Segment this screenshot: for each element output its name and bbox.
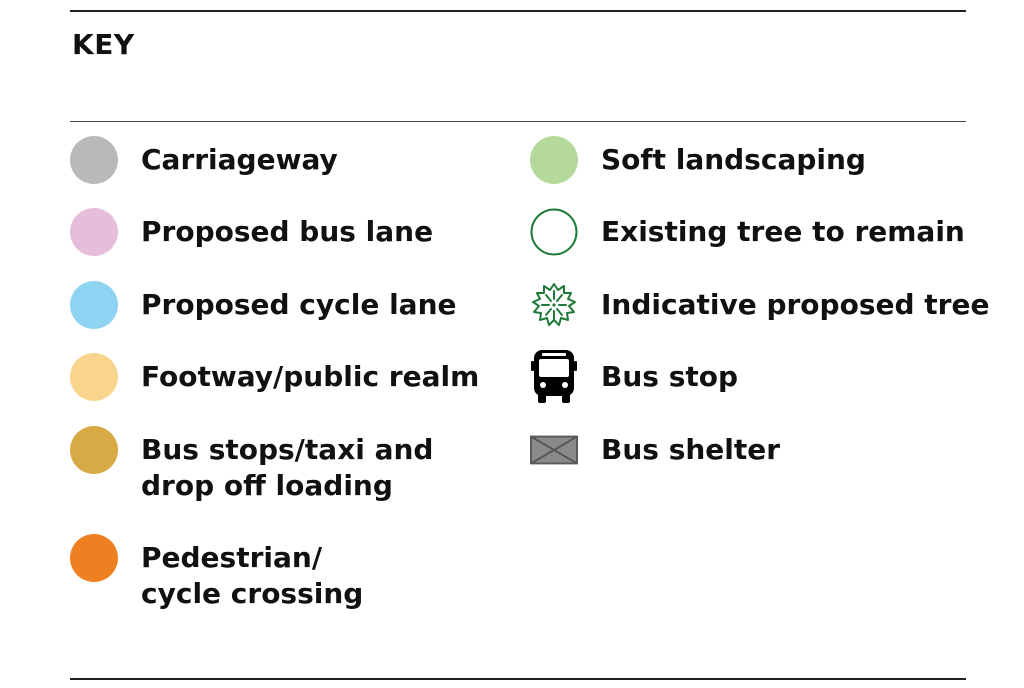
legend-label: Pedestrian/ cycle crossing [141,541,364,610]
legend-label: Bus shelter [601,433,781,466]
bus-stops-taxi-swatch [70,426,118,474]
legend-item-footway: Footway/public realm [70,353,479,401]
legend-item-proposed-tree: Indicative proposed tree [530,281,989,329]
legend-item-crossing: Pedestrian/ cycle crossing [70,534,363,612]
legend-item-bus-stop: Bus stop [530,350,739,403]
footway-swatch [70,353,118,401]
legend-label: Proposed bus lane [141,215,434,248]
cycle-lane-swatch [70,281,118,329]
soft-landscaping-swatch [530,136,578,184]
bus-shelter-icon [530,435,578,465]
tree-outline-icon [530,208,578,256]
legend-label: Existing tree to remain [601,215,965,248]
legend-label: Soft landscaping [601,143,866,176]
bus-icon [531,350,577,403]
key-title: KEY [72,28,135,61]
legend-label: Indicative proposed tree [601,288,990,321]
legend-label: Bus stops/taxi and drop off loading [141,433,434,502]
legend-label: Proposed cycle lane [141,288,457,321]
carriageway-swatch [70,136,118,184]
legend-item-cycle-lane: Proposed cycle lane [70,281,457,329]
legend-label: Carriageway [141,143,338,176]
proposed-tree-icon [532,283,576,326]
legend-item-existing-tree: Existing tree to remain [530,208,965,256]
legend-item-bus-shelter: Bus shelter [530,426,780,474]
legend-item-bus-stops-taxi: Bus stops/taxi and drop off loading [70,426,433,504]
bus-lane-swatch [70,208,118,256]
crossing-swatch [70,534,118,582]
legend-label: Footway/public realm [141,360,480,393]
header-divider [70,121,966,122]
legend-item-carriageway: Carriageway [70,136,338,184]
top-rule [70,10,966,12]
legend-label: Bus stop [601,360,739,393]
legend-item-soft-landscaping: Soft landscaping [530,136,866,184]
legend-item-bus-lane: Proposed bus lane [70,208,433,256]
bottom-rule [70,678,966,680]
